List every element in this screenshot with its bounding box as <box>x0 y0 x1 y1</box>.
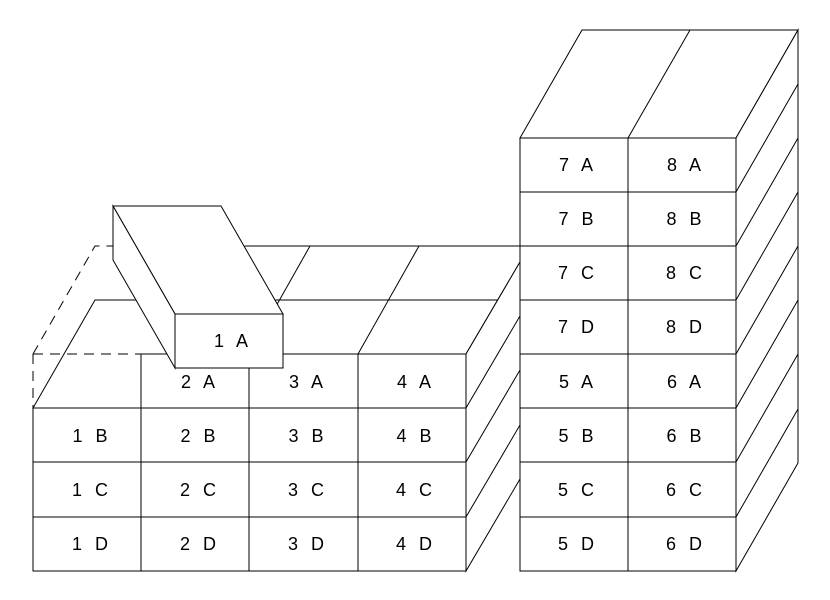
block-label: 7 D <box>558 317 598 337</box>
block-label: 6 B <box>666 426 705 446</box>
left-stack-labels: 2 A 3 A 4 A 1 B 2 B 3 B 4 B 1 C 2 C 3 C … <box>72 372 436 554</box>
block-label: 7 B <box>558 209 597 229</box>
removed-block-outline <box>32 245 141 408</box>
block-label: 5 D <box>558 534 598 554</box>
block-label: 6 A <box>667 372 705 392</box>
block-label: 2 D <box>180 534 220 554</box>
block-label: 5 C <box>558 480 598 500</box>
block-label: 6 D <box>666 534 706 554</box>
lifted-block-1a <box>112 204 284 370</box>
block-label: 6 C <box>666 480 706 500</box>
block-label: 2 C <box>180 480 220 500</box>
block-label: 8 C <box>666 263 706 283</box>
block-label: 1 B <box>72 426 111 446</box>
lifted-block-label: 1 A <box>214 331 252 351</box>
block-label: 1 D <box>72 534 112 554</box>
right-tower <box>519 28 799 573</box>
block-label: 4 D <box>396 534 436 554</box>
block-label: 4 B <box>396 426 435 446</box>
block-label: 8 A <box>667 155 705 175</box>
left-stack-side <box>465 260 521 573</box>
block-label: 3 B <box>288 426 327 446</box>
block-label: 5 A <box>559 372 597 392</box>
block-label: 5 B <box>558 426 597 446</box>
block-label: 8 D <box>666 317 706 337</box>
block-label: 2 B <box>180 426 219 446</box>
block-label: 7 C <box>558 263 598 283</box>
block-label: 3 D <box>288 534 328 554</box>
block-label: 3 C <box>288 480 328 500</box>
left-stack-front <box>32 353 467 572</box>
block-label: 4 C <box>396 480 436 500</box>
block-label: 2 A <box>181 372 219 392</box>
block-label: 4 A <box>397 372 435 392</box>
block-label: 8 B <box>666 209 705 229</box>
block-label: 7 A <box>559 155 597 175</box>
block-label: 1 C <box>72 480 112 500</box>
block-label: 3 A <box>289 372 327 392</box>
right-tower-labels: 7 A 8 A 7 B 8 B 7 C 8 C 7 D 8 D 5 A 6 A … <box>558 155 706 554</box>
